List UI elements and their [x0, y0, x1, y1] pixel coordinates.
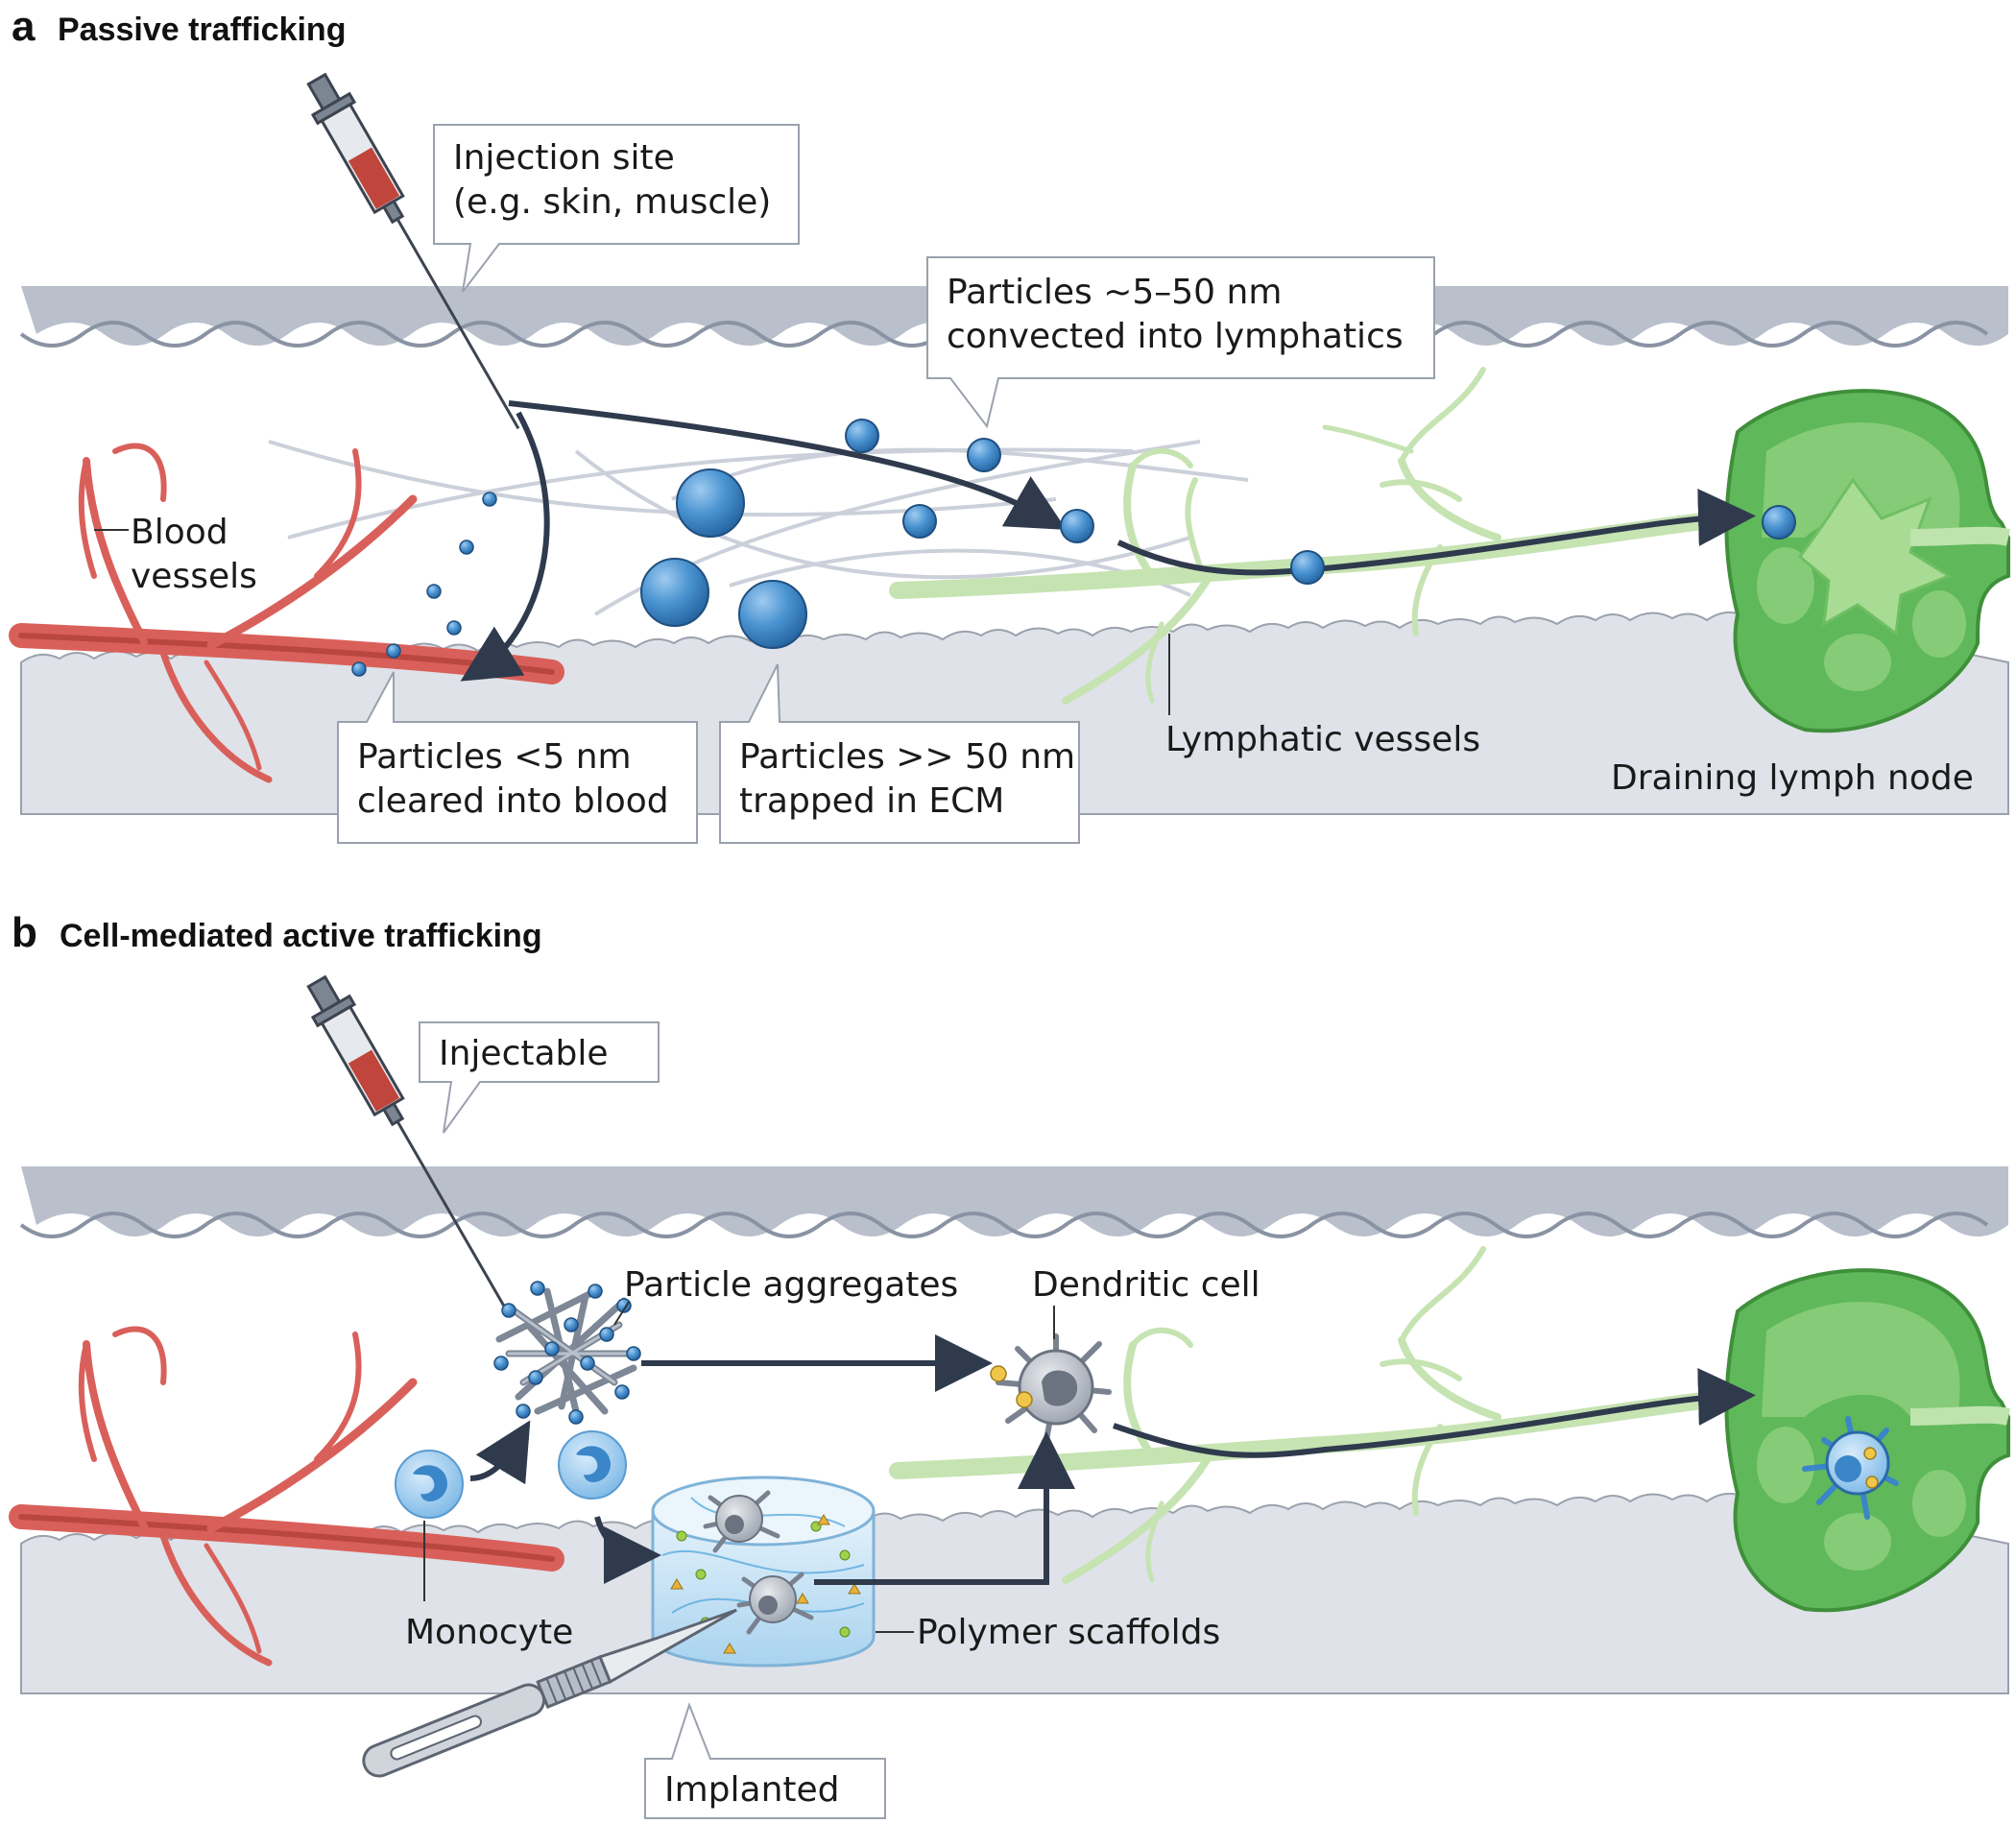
monocyte-icon [395, 1450, 464, 1519]
injection-site-line-2: (e.g. skin, muscle) [453, 182, 771, 222]
cleared-line-2: cleared into blood [357, 781, 669, 821]
lymphatic-vessels-label: Lymphatic vessels [1165, 720, 1480, 759]
label-lymphatic-vessels: Lymphatic vessels [1165, 634, 1480, 759]
trapped-line-2: trapped in ECM [739, 781, 1004, 821]
scaffold-dendritic-cell-icon [703, 1490, 780, 1553]
cleared-line-1: Particles <5 nm [357, 737, 632, 777]
lymph-node-a [1724, 389, 2010, 733]
panel-b: b Cell-mediated active trafficking [9, 909, 2010, 1819]
skin-layer-b [19, 1166, 2008, 1238]
implanted-label: Implanted [664, 1770, 840, 1810]
lymph-node-b [1724, 1268, 2010, 1613]
callout-cleared: Particles <5 nm cleared into blood [337, 671, 698, 844]
scalpel-icon [362, 1608, 737, 1778]
callout-trapped: Particles >> 50 nm trapped in ECM [719, 663, 1080, 844]
callout-injection-site: Injection site (e.g. skin, muscle) [433, 124, 800, 293]
convected-line-1: Particles ~5–50 nm [947, 273, 1282, 312]
arrows-b [469, 1334, 1756, 1585]
particle-aggregates-label: Particle aggregates [624, 1265, 958, 1305]
callout-convected: Particles ~5–50 nm convected into lympha… [926, 256, 1435, 429]
particle-aggregates-icon [493, 1281, 641, 1425]
panel-a: a Passive trafficking [9, 3, 2010, 844]
lymph-node-dendritic-cell-icon [1802, 1416, 1899, 1520]
syringe-icon [306, 72, 520, 430]
panel-b-title: Cell-mediated active trafficking [60, 918, 542, 954]
lymph-node-label: Draining lymph node [1611, 758, 1974, 798]
panel-a-letter: a [12, 3, 36, 50]
blood-vessels-line-1: Blood [131, 513, 228, 552]
monocyte-icon-2 [558, 1430, 627, 1500]
blood-vessels-line-2: vessels [131, 557, 257, 596]
label-blood-vessels: Blood vessels [94, 513, 257, 596]
particle-aggregates-leader [613, 1301, 630, 1326]
dendritic-cell-icon [990, 1333, 1112, 1443]
tissue-layer-b [20, 1492, 2009, 1694]
injectable-label: Injectable [439, 1034, 609, 1073]
polymer-scaffold-icon [651, 1476, 876, 1668]
scaffold-dendritic-cell-icon-2 [736, 1572, 814, 1635]
injection-site-line-1: Injection site [453, 138, 675, 178]
arrows-a [460, 400, 1756, 682]
dendritic-cell-label: Dendritic cell [1032, 1265, 1260, 1305]
trapped-line-1: Particles >> 50 nm [739, 737, 1075, 777]
callout-injectable: Injectable [419, 1021, 660, 1134]
polymer-scaffolds-label: Polymer scaffolds [917, 1613, 1220, 1652]
panel-b-letter: b [12, 909, 37, 956]
particles-a [351, 419, 1796, 677]
callout-implanted: Implanted [644, 1702, 886, 1819]
monocyte-label: Monocyte [405, 1613, 573, 1652]
convected-line-2: convected into lymphatics [947, 317, 1404, 356]
blood-vessel-b [9, 1326, 564, 1667]
panel-a-title: Passive trafficking [58, 12, 346, 48]
syringe-icon-b [306, 974, 511, 1315]
